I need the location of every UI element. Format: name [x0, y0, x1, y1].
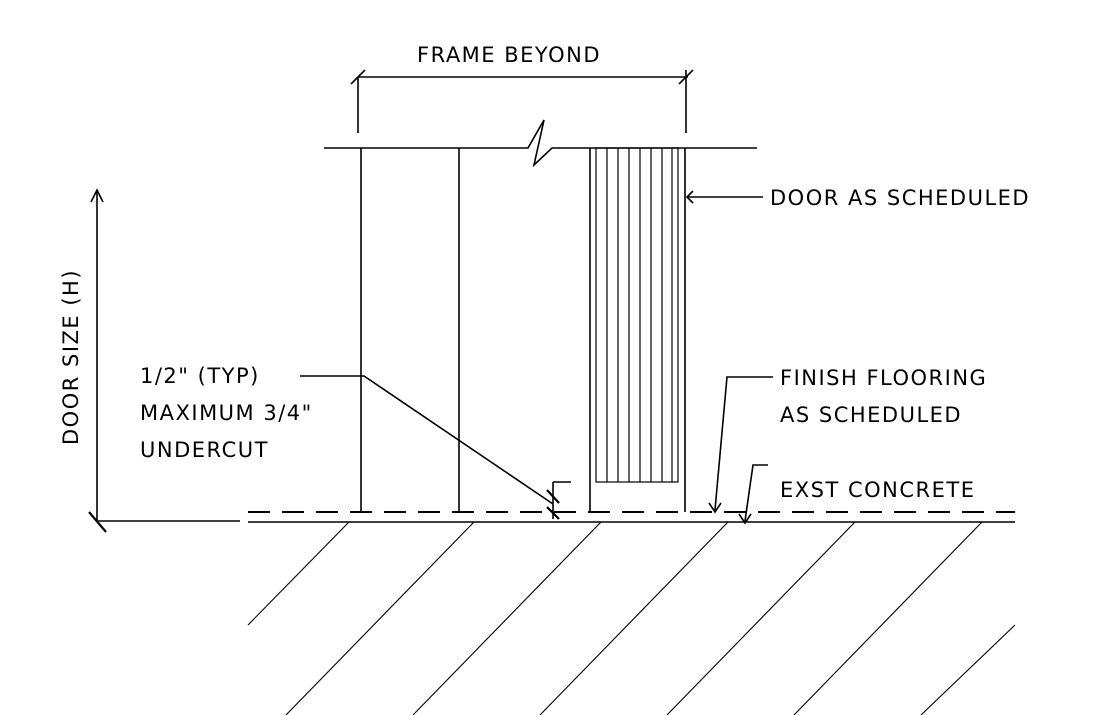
finish-flooring-label-line2: AS SCHEDULED	[780, 403, 962, 427]
door-leader-arrow	[685, 190, 694, 204]
door-size-arrow	[90, 188, 104, 203]
exst-concrete-label: EXST CONCRETE	[780, 478, 976, 502]
frame-beyond-dimension	[350, 69, 694, 133]
undercut-leader	[300, 375, 554, 505]
door-size-tick	[88, 511, 107, 533]
finish-flooring-leader	[714, 376, 773, 511]
frame-beyond-label: FRAME BEYOND	[417, 43, 601, 67]
frame-head-line	[324, 119, 757, 168]
finish-flooring-arrow	[708, 502, 722, 514]
undercut-tick-bottom	[546, 506, 560, 520]
undercut-tick-top	[546, 489, 560, 504]
finish-flooring-label-line1: FINISH FLOORING	[780, 366, 987, 390]
door-as-scheduled-label: DOOR AS SCHEDULED	[770, 186, 1030, 210]
door-panel	[595, 147, 679, 483]
door-panel-grain	[606, 148, 673, 482]
door-leaf	[589, 147, 686, 512]
undercut-label-line2: MAXIMUM 3/4"	[140, 401, 313, 425]
door-size-dimension	[88, 188, 240, 533]
frame-dimension-tick-left	[350, 69, 366, 85]
exst-concrete-arrow	[738, 513, 752, 525]
undercut-label-line3: UNDERCUT	[140, 438, 269, 462]
undercut-label-line1: 1/2" (TYP)	[140, 364, 260, 388]
concrete-hatch	[247, 521, 1016, 715]
undercut-dimension	[546, 481, 571, 520]
exst-concrete-leader	[744, 464, 768, 522]
frame-dimension-tick-right	[678, 69, 694, 85]
door-size-label: DOOR SIZE (H)	[59, 269, 83, 445]
break-line	[324, 119, 757, 168]
